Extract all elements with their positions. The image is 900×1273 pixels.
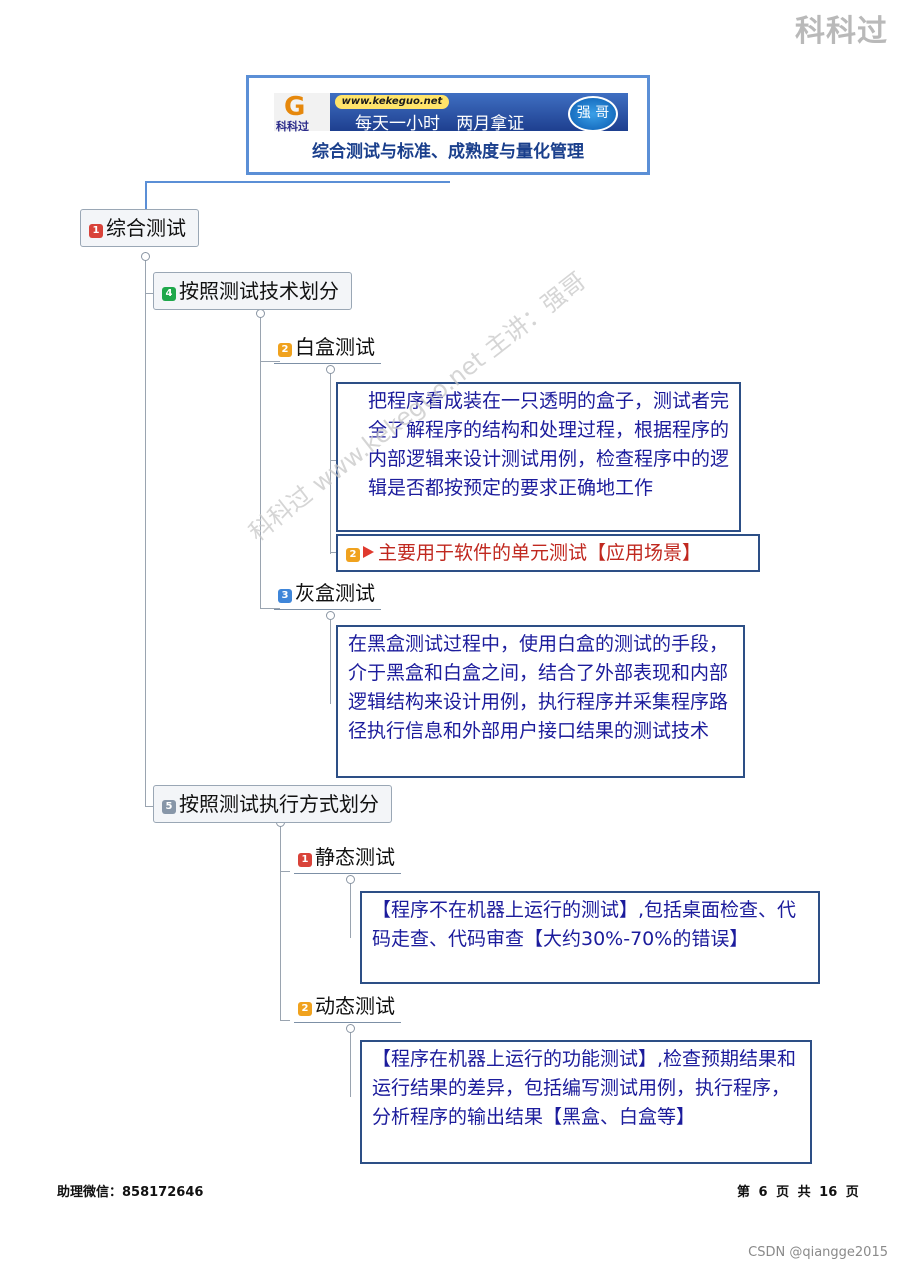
tree-line-root <box>145 252 146 807</box>
collapse-toggle[interactable] <box>326 365 335 374</box>
page-title: 综合测试与标准、成熟度与量化管理 <box>312 142 584 162</box>
priority-4-icon: 4 <box>162 287 176 301</box>
tree-branch <box>260 361 280 362</box>
priority-2-icon: 2 <box>346 548 360 562</box>
collapse-toggle[interactable] <box>346 1024 355 1033</box>
footer-page-number: 第 6 页 共 16 页 <box>737 1185 859 1200</box>
tree-line-grey <box>330 614 331 704</box>
tree-line-white <box>330 368 331 554</box>
connector-header <box>145 181 450 183</box>
white-note-text: 主要用于软件的单元测试【应用场景】 <box>378 542 702 564</box>
tree-branch <box>330 552 338 553</box>
node-white-label: 白盒测试 <box>295 335 375 359</box>
tree-line-exec <box>280 820 281 1020</box>
node-grey-label: 灰盒测试 <box>295 581 375 605</box>
collapse-toggle[interactable] <box>326 611 335 620</box>
tree-branch <box>145 806 155 807</box>
priority-2-icon: 2 <box>298 1002 312 1016</box>
node-static-label: 静态测试 <box>315 845 395 869</box>
logo-box <box>274 93 330 131</box>
banner-url: www.kekeguo.net <box>335 95 449 109</box>
banner-slogan: 每天一小时 两月拿证 <box>355 114 525 134</box>
source-credit: CSDN @qiangge2015 <box>748 1245 888 1260</box>
dynamic-description: 【程序在机器上运行的功能测试】,检查预期结果和运行结果的差异，包括编写测试用例，… <box>360 1040 812 1164</box>
tree-line-tech <box>260 309 261 609</box>
tree-branch <box>330 460 338 461</box>
logo-icon: G <box>284 92 306 122</box>
collapse-toggle[interactable] <box>141 252 150 261</box>
node-tech-label: 按照测试技术划分 <box>179 279 339 303</box>
node-dynamic-label: 动态测试 <box>315 994 395 1018</box>
banner-badge: 强 哥 <box>568 96 618 132</box>
collapse-toggle[interactable] <box>346 875 355 884</box>
priority-5-icon: 5 <box>162 800 176 814</box>
flag-icon <box>363 546 374 558</box>
tree-branch <box>280 871 290 872</box>
collapse-toggle[interactable] <box>256 309 265 318</box>
footer-contact: 助理微信：858172646 <box>57 1185 204 1200</box>
white-box-description: 把程序看成装在一只透明的盒子，测试者完全了解程序的结构和处理过程，根据程序的内部… <box>336 382 741 532</box>
priority-3-icon: 3 <box>278 589 292 603</box>
node-root-label: 综合测试 <box>106 216 186 240</box>
brand-watermark: 科科过 <box>795 14 888 49</box>
grey-box-description: 在黑盒测试过程中，使用白盒的测试的手段，介于黑盒和白盒之间，结合了外部表现和内部… <box>336 625 745 778</box>
tree-line-static <box>350 878 351 938</box>
priority-2-icon: 2 <box>278 343 292 357</box>
static-description: 【程序不在机器上运行的测试】,包括桌面检查、代码走查、代码审查【大约30%-70… <box>360 891 820 984</box>
node-exec-label: 按照测试执行方式划分 <box>179 792 379 816</box>
priority-1-icon: 1 <box>298 853 312 867</box>
logo-text: 科科过 <box>276 120 309 133</box>
tree-line-dynamic <box>350 1027 351 1097</box>
priority-1-icon: 1 <box>89 224 103 238</box>
tree-branch <box>280 1020 290 1021</box>
white-box-note: 2 主要用于软件的单元测试【应用场景】 <box>336 534 760 572</box>
tree-branch <box>260 608 280 609</box>
tree-branch <box>145 293 155 294</box>
connector-header-drop <box>145 181 147 209</box>
